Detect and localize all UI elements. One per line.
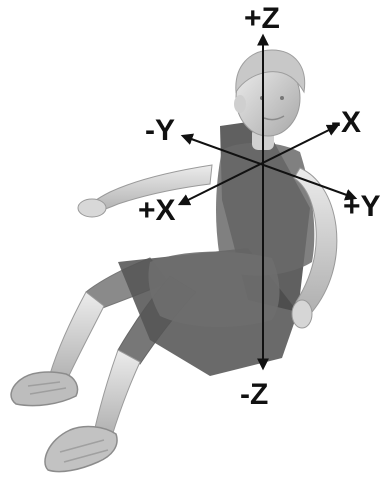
axis-label-neg-x: -X [331, 106, 361, 139]
left-shoe [11, 372, 77, 406]
right-shin [94, 350, 140, 436]
left-shin [50, 292, 104, 382]
axis-label-neg-y: -Y [145, 114, 175, 147]
axis-label-pos-z: +Z [244, 2, 280, 35]
left-hand [78, 199, 106, 217]
axis-label-pos-x: +X [138, 194, 176, 227]
shorts [148, 252, 279, 327]
axis-label-neg-z: -Z [240, 378, 268, 411]
right-shoe [45, 427, 117, 472]
ear [234, 95, 246, 113]
axis-label-pos-y: +Y [343, 190, 381, 223]
right-hand [292, 300, 312, 328]
